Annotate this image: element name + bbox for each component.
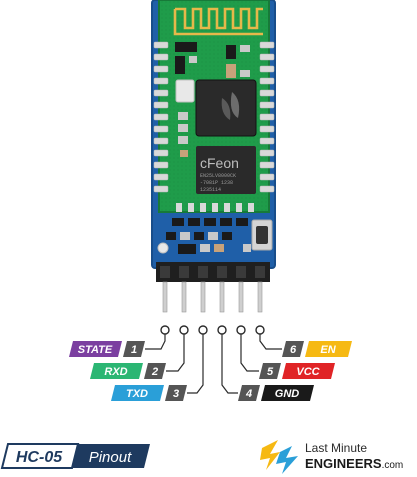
pin-name-tag xyxy=(282,363,335,379)
pin-label-rxd: RXD 2 xyxy=(90,363,166,379)
pin-number-tag xyxy=(165,385,187,401)
pin-header xyxy=(156,262,270,282)
pin-number-tag xyxy=(123,341,145,357)
pin-name-tag xyxy=(90,363,143,379)
pin-header-notches xyxy=(160,266,265,278)
hc05-module: cFeon EN25LV8000CK -7081P 1238 1235114 xyxy=(151,0,276,313)
pin-label-vcc: 5 VCC xyxy=(259,363,335,379)
pin-number-tag xyxy=(144,363,166,379)
pin-number: 3 xyxy=(173,388,179,400)
chip-marking-line2: -7081P 1238 xyxy=(200,180,233,186)
pin-number: 2 xyxy=(151,366,158,378)
pin-leader-lines xyxy=(145,330,282,394)
pin-name: VCC xyxy=(296,366,320,378)
flash-memory-chip: cFeon EN25LV8000CK -7081P 1238 1235114 xyxy=(196,146,256,194)
pin-name: TXD xyxy=(126,388,148,400)
pin-name-tag xyxy=(69,341,122,357)
antenna-trace xyxy=(173,7,263,36)
castellated-pads-left xyxy=(153,41,169,193)
header-pins xyxy=(162,281,263,313)
pin-label-txd: TXD 3 xyxy=(111,385,187,401)
main-bluetooth-chip xyxy=(195,79,257,137)
pin-name-tag xyxy=(261,385,314,401)
chip-brand-text: cFeon xyxy=(200,155,239,171)
pin-number: 4 xyxy=(245,388,252,400)
pin-name: EN xyxy=(320,344,336,356)
pin-number: 6 xyxy=(290,344,297,356)
reset-button xyxy=(251,219,273,251)
base-board-components xyxy=(157,218,251,254)
pinout-label: Pinout xyxy=(89,449,132,466)
pin-label-state: STATE 1 xyxy=(69,341,145,357)
pin-label-gnd: 4 GND xyxy=(238,385,314,401)
pin-number: 5 xyxy=(267,366,274,378)
pin-number: 1 xyxy=(131,344,137,356)
pinout-tag xyxy=(72,444,150,468)
brand-logo: Last Minute ENGINEERS.com xyxy=(260,440,403,474)
pin-name: STATE xyxy=(78,344,113,356)
pin-number-tag xyxy=(282,341,304,357)
model-name: HC-05 xyxy=(16,449,63,466)
pin-name-tag xyxy=(111,385,164,401)
chip-marking-line3: 1235114 xyxy=(200,187,221,193)
brand-line1: Last Minute xyxy=(305,441,367,455)
castellated-pads-bottom xyxy=(176,203,254,212)
chip-marking-line1: EN25LV8000CK xyxy=(200,173,236,179)
smd-components xyxy=(175,42,250,157)
pin-name: GND xyxy=(275,388,300,400)
pin-number-tag xyxy=(259,363,281,379)
brand-line2: ENGINEERS.com xyxy=(305,456,403,471)
pin-name-tag xyxy=(305,341,352,357)
title-badge: HC-05 Pinout xyxy=(0,443,150,469)
brand-name: ENGINEERS xyxy=(305,456,382,471)
pin-name: RXD xyxy=(104,366,127,378)
lightning-logo-icon xyxy=(260,440,298,474)
brand-suffix: .com xyxy=(382,460,404,471)
pin-label-en: 6 EN xyxy=(282,341,352,357)
pin-number-tag xyxy=(238,385,260,401)
castellated-pads-right xyxy=(259,41,275,193)
pin-connection-dots xyxy=(160,325,265,335)
